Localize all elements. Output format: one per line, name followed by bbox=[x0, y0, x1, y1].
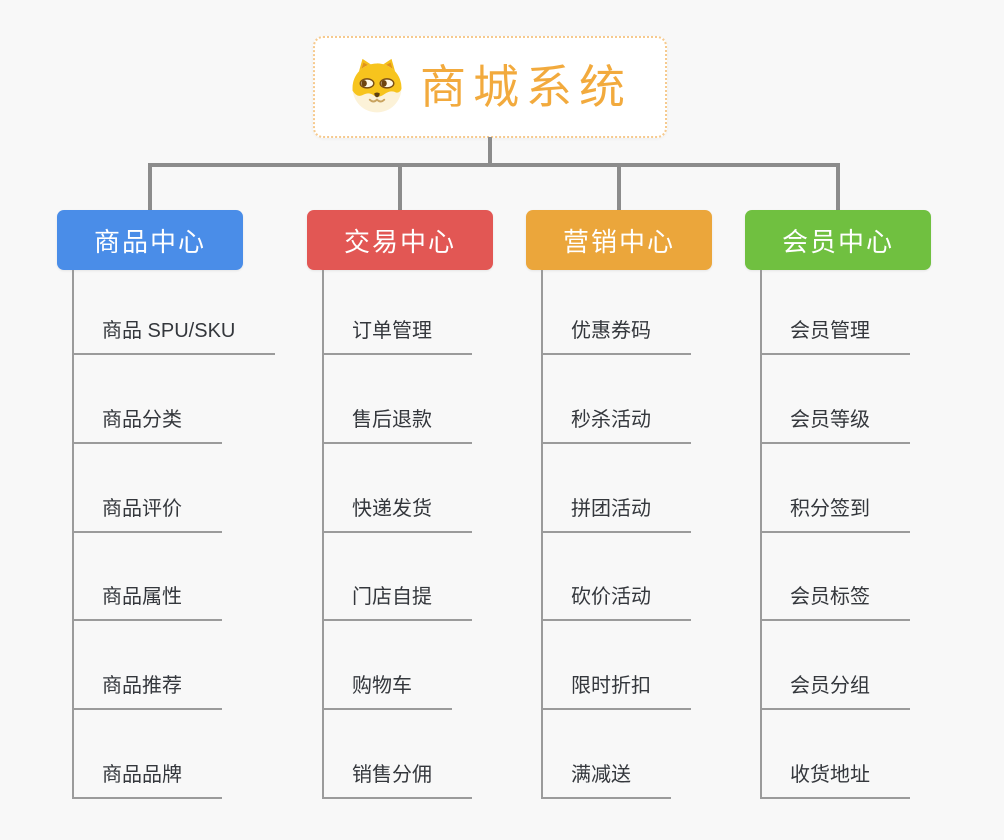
leaf-node[interactable]: 售后退款 bbox=[322, 408, 472, 444]
branch-node-marketing[interactable]: 营销中心 bbox=[526, 210, 712, 270]
branch-spine-product bbox=[72, 270, 74, 799]
branch-spine-marketing bbox=[541, 270, 543, 799]
root-title: 商城系统 bbox=[420, 61, 632, 113]
branch-node-member[interactable]: 会员中心 bbox=[745, 210, 931, 270]
leaf-node[interactable]: 秒杀活动 bbox=[541, 408, 691, 444]
leaf-node[interactable]: 购物车 bbox=[322, 674, 452, 710]
leaf-node[interactable]: 会员等级 bbox=[760, 408, 910, 444]
connector-horizontal-bar bbox=[148, 163, 840, 167]
branch-column-member: 会员中心 会员管理 会员等级 积分签到 会员标签 会员分组 收货地址 bbox=[745, 210, 985, 820]
leaf-node[interactable]: 收货地址 bbox=[760, 763, 910, 799]
leaf-node[interactable]: 砍价活动 bbox=[541, 585, 691, 621]
leaf-node[interactable]: 会员管理 bbox=[760, 319, 910, 355]
connector-drop-product bbox=[148, 165, 152, 212]
leaf-node[interactable]: 门店自提 bbox=[322, 585, 472, 621]
leaf-node[interactable]: 商品属性 bbox=[72, 585, 222, 621]
branch-node-product[interactable]: 商品中心 bbox=[57, 210, 243, 270]
branch-column-trade: 交易中心 订单管理 售后退款 快递发货 门店自提 购物车 销售分佣 bbox=[307, 210, 547, 820]
branch-column-product: 商品中心 商品 SPU/SKU 商品分类 商品评价 商品属性 商品推荐 商品品牌 bbox=[57, 210, 297, 820]
leaf-node[interactable]: 订单管理 bbox=[322, 319, 472, 355]
leaf-node[interactable]: 快递发货 bbox=[322, 497, 472, 533]
leaf-node[interactable]: 商品品牌 bbox=[72, 763, 222, 799]
root-node[interactable]: 商城系统 bbox=[313, 36, 667, 138]
leaf-node[interactable]: 商品推荐 bbox=[72, 674, 222, 710]
branch-node-trade[interactable]: 交易中心 bbox=[307, 210, 493, 270]
branch-spine-member bbox=[760, 270, 762, 799]
branch-column-marketing: 营销中心 优惠券码 秒杀活动 拼团活动 砍价活动 限时折扣 满减送 bbox=[526, 210, 766, 820]
connector-drop-trade bbox=[398, 165, 402, 212]
leaf-node[interactable]: 会员分组 bbox=[760, 674, 910, 710]
connector-drop-member bbox=[836, 165, 840, 212]
leaf-node[interactable]: 拼团活动 bbox=[541, 497, 691, 533]
leaf-node[interactable]: 商品 SPU/SKU bbox=[72, 319, 276, 355]
branch-spine-trade bbox=[322, 270, 324, 799]
connector-root-stub bbox=[488, 137, 492, 165]
leaf-node[interactable]: 积分签到 bbox=[760, 497, 910, 533]
leaf-node[interactable]: 商品分类 bbox=[72, 408, 222, 444]
connector-drop-marketing bbox=[617, 165, 621, 212]
leaf-node[interactable]: 满减送 bbox=[541, 763, 671, 799]
leaf-node[interactable]: 限时折扣 bbox=[541, 674, 691, 710]
dog-face-icon bbox=[352, 58, 402, 113]
leaf-node[interactable]: 商品评价 bbox=[72, 497, 222, 533]
leaf-node[interactable]: 会员标签 bbox=[760, 585, 910, 621]
leaf-node[interactable]: 销售分佣 bbox=[322, 763, 472, 799]
leaf-node[interactable]: 优惠券码 bbox=[541, 319, 691, 355]
